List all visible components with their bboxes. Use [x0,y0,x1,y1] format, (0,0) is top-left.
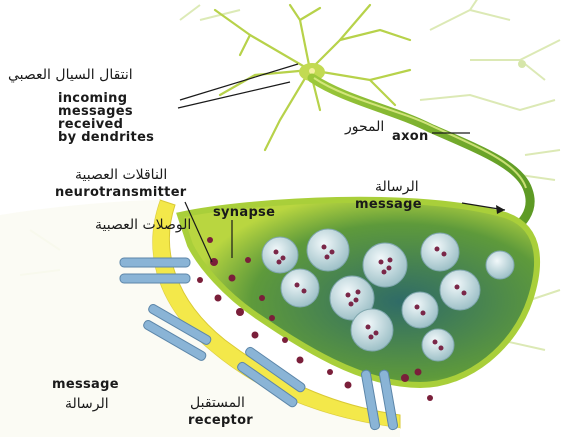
message-bottom-label: message [52,378,119,391]
neurotransmitter-label: neurotransmitter [55,186,187,199]
synapse-label-ar: الوصلات العصبية [95,218,191,232]
message-top-label-ar: الرسالة [375,180,419,194]
receptor-label-ar: المستقبل [190,396,245,410]
axon-label: axon [392,130,429,143]
message-top-label: message [355,198,422,211]
neurotransmitter-label-ar: الناقلات العصبية [75,168,167,182]
incoming-messages-label: incoming messages received by dendrites [58,92,154,144]
axon-label-ar: المحور [345,120,384,134]
receptor-label: receptor [188,414,253,427]
nerve-impulse-label-ar: انتقال السيال العصبي [8,68,133,82]
message-bottom-label-ar: الرسالة [65,397,109,411]
synapse-label: synapse [213,206,275,219]
